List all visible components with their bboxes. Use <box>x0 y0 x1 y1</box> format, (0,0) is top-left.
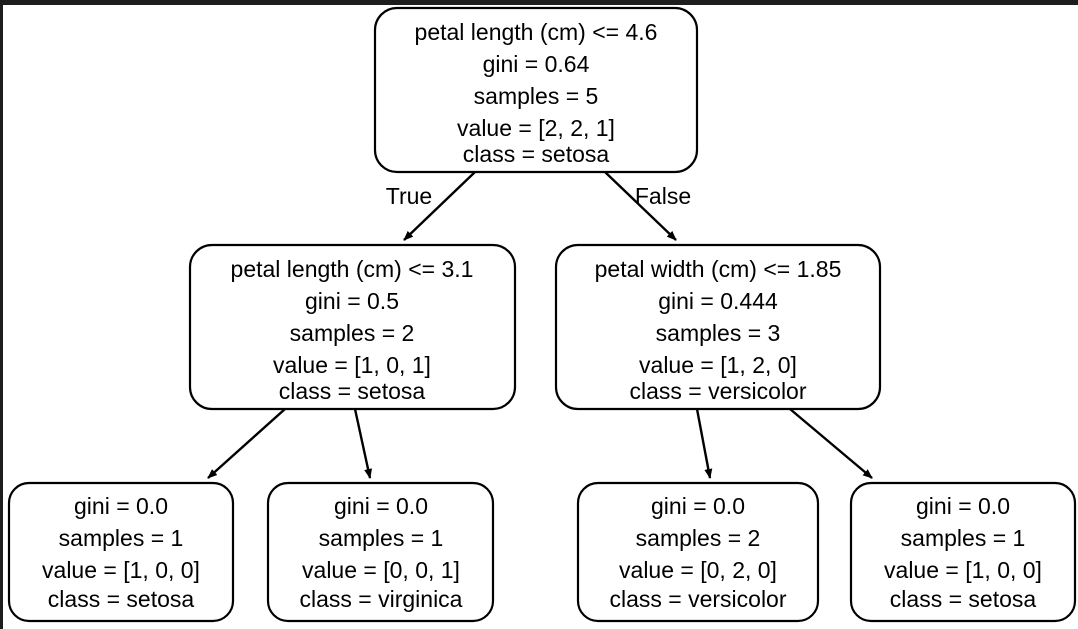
node-right-internal-class: class = versicolor <box>629 378 806 404</box>
edge-label-true: True <box>386 183 432 209</box>
node-leaf-1-box <box>7 481 235 623</box>
node-left-internal[interactable]: petal length (cm) <= 3.1 gini = 0.5 samp… <box>188 243 517 411</box>
node-right-internal-gini: gini = 0.444 <box>658 288 778 314</box>
node-root-gini: gini = 0.64 <box>483 51 590 77</box>
edge-right-to-leaf4 <box>789 408 873 479</box>
node-root[interactable]: petal length (cm) <= 4.6 gini = 0.64 sam… <box>373 6 699 174</box>
node-leaf-4-box <box>849 481 1077 623</box>
node-left-internal-samples: samples = 2 <box>290 320 415 346</box>
node-leaf-2-gini: gini = 0.0 <box>334 493 428 519</box>
edge-left-to-leaf2 <box>353 408 372 479</box>
node-leaf-2-samples: samples = 1 <box>319 525 444 551</box>
node-leaf-1-class: class = setosa <box>48 586 195 612</box>
node-left-internal-value: value = [1, 0, 1] <box>273 352 431 378</box>
node-leaf-4-value: value = [1, 0, 0] <box>884 557 1042 583</box>
node-leaf-4-samples: samples = 1 <box>901 525 1026 551</box>
node-leaf-2-box <box>266 481 495 623</box>
node-right-internal-samples: samples = 3 <box>656 320 781 346</box>
node-left-internal-class: class = setosa <box>279 378 426 404</box>
node-right-internal-box <box>554 243 882 411</box>
node-leaf-1-gini: gini = 0.0 <box>74 493 168 519</box>
node-leaf-3[interactable]: gini = 0.0 samples = 2 value = [0, 2, 0]… <box>576 481 820 623</box>
node-leaf-4-gini: gini = 0.0 <box>916 493 1010 519</box>
node-left-internal-condition: petal length (cm) <= 3.1 <box>231 256 474 282</box>
node-root-class: class = setosa <box>463 141 610 167</box>
node-leaf-1-value: value = [1, 0, 0] <box>42 557 200 583</box>
node-leaf-4[interactable]: gini = 0.0 samples = 1 value = [1, 0, 0]… <box>849 481 1077 623</box>
node-root-samples: samples = 5 <box>474 83 599 109</box>
node-leaf-2-class: class = virginica <box>300 586 463 612</box>
node-leaf-4-class: class = setosa <box>890 586 1037 612</box>
node-leaf-2-value: value = [0, 0, 1] <box>302 557 460 583</box>
node-leaf-2[interactable]: gini = 0.0 samples = 1 value = [0, 0, 1]… <box>266 481 495 623</box>
edge-label-false: False <box>635 183 691 209</box>
edge-root-to-left <box>403 171 476 241</box>
node-leaf-3-class: class = versicolor <box>609 586 786 612</box>
node-right-internal-value: value = [1, 2, 0] <box>639 352 797 378</box>
node-root-condition: petal length (cm) <= 4.6 <box>415 19 658 45</box>
node-leaf-1[interactable]: gini = 0.0 samples = 1 value = [1, 0, 0]… <box>7 481 235 623</box>
edge-right-to-leaf3 <box>695 408 713 479</box>
node-root-value: value = [2, 2, 1] <box>457 115 615 141</box>
node-leaf-3-gini: gini = 0.0 <box>651 493 745 519</box>
node-leaf-3-samples: samples = 2 <box>636 525 761 551</box>
node-left-internal-box <box>188 243 517 411</box>
edge-left-to-leaf1 <box>207 408 286 479</box>
node-right-internal-condition: petal width (cm) <= 1.85 <box>595 256 842 282</box>
node-leaf-3-box <box>576 481 820 623</box>
node-leaf-3-value: value = [0, 2, 0] <box>619 557 777 583</box>
edge-root-to-right <box>604 171 677 241</box>
node-right-internal[interactable]: petal width (cm) <= 1.85 gini = 0.444 sa… <box>554 243 882 411</box>
node-left-internal-gini: gini = 0.5 <box>305 288 399 314</box>
node-leaf-1-samples: samples = 1 <box>59 525 184 551</box>
node-root-box <box>373 6 699 174</box>
